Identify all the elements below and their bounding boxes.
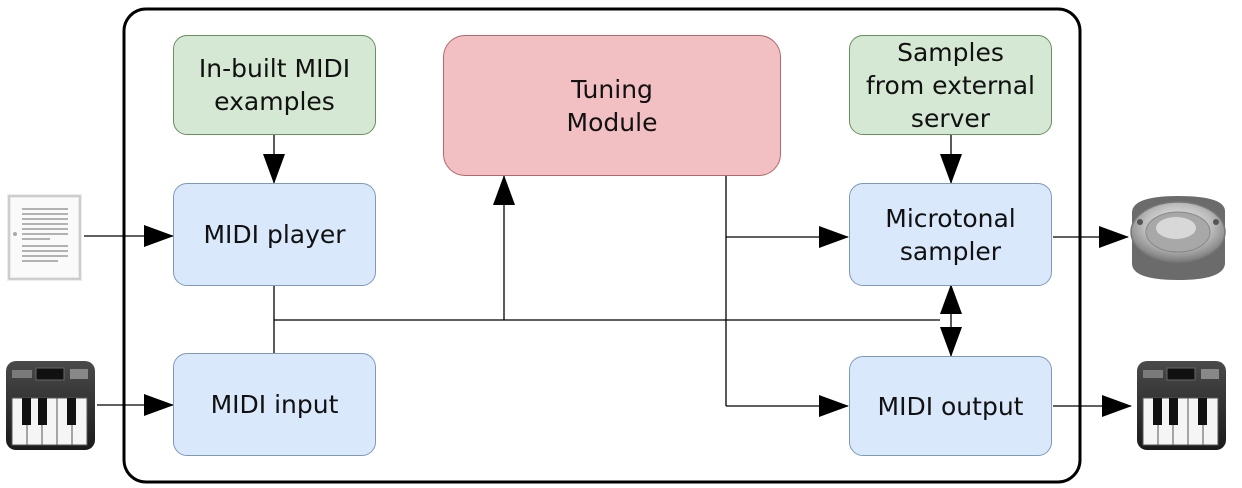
midi-output-box: MIDI output [849,356,1052,456]
midi-keyboard-icon [6,361,95,450]
samples-external-server-box: Samples from external server [849,35,1052,135]
tuning-module-box: Tuning Module [443,35,781,176]
connectors [84,135,1132,417]
system-boundary [122,7,1082,484]
midi-player-box: MIDI player [173,183,376,286]
speaker-icon [1130,196,1226,280]
microtonal-sampler-box: Microtonal sampler [849,183,1052,286]
midi-keyboard-icon [1137,361,1226,450]
document-icon [7,194,82,281]
midi-input-box: MIDI input [173,353,376,456]
inbuilt-midi-examples-box: In-built MIDI examples [173,35,376,135]
